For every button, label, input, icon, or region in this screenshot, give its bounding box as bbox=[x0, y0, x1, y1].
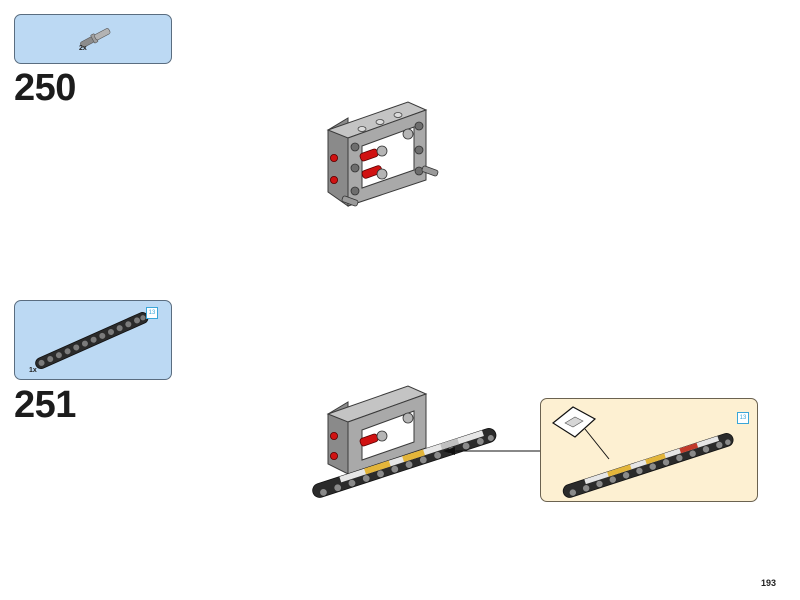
step-250-parts-box: 2x bbox=[14, 14, 172, 64]
step-250-model bbox=[326, 101, 439, 207]
stickered-beam bbox=[562, 433, 734, 498]
page-number: 193 bbox=[761, 578, 777, 588]
step-251-parts-box: 13 1x bbox=[14, 300, 172, 380]
sticker-callout: 13 bbox=[540, 398, 758, 502]
step-251-model bbox=[312, 385, 497, 498]
step-number-250: 250 bbox=[14, 67, 76, 109]
pin-axle-icon bbox=[80, 28, 111, 48]
assembly-arrow bbox=[443, 447, 541, 455]
callout-leader-line bbox=[584, 428, 610, 460]
sticker-sheet-icon bbox=[551, 406, 597, 438]
step-number-251: 251 bbox=[14, 384, 76, 426]
part-quantity: 1x bbox=[29, 367, 37, 374]
part-quantity: 2x bbox=[79, 45, 87, 52]
black-beam-icon bbox=[35, 312, 149, 370]
length-badge: 13 bbox=[146, 307, 158, 319]
length-badge: 13 bbox=[737, 412, 749, 424]
